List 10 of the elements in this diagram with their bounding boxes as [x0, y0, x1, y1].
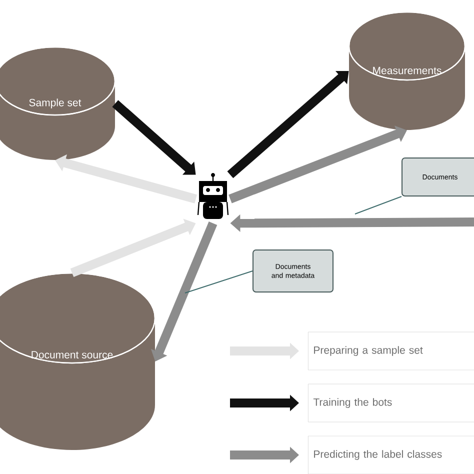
- database-cylinder: Sample set: [0, 46, 116, 160]
- legend-box: Training the bots: [308, 384, 474, 422]
- leader-line: [354, 196, 402, 214]
- database-cylinder: Measurements: [348, 11, 466, 130]
- block-arrow: [227, 70, 349, 178]
- legend-box: Predicting the label classes: [308, 436, 474, 474]
- robot-icon: [197, 173, 229, 219]
- database-cylinder: Document source: [0, 272, 156, 450]
- legend-box: Preparing a sample set: [308, 332, 474, 370]
- leader-line: [184, 270, 253, 294]
